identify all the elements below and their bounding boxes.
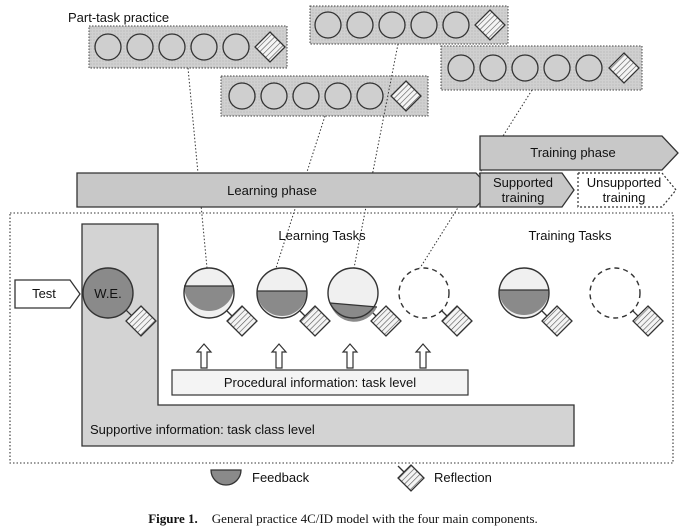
training-tasks-heading: Training Tasks	[528, 228, 612, 243]
reflection-icon	[632, 305, 664, 337]
svg-text:training: training	[603, 190, 646, 205]
reflection-icon	[390, 80, 422, 112]
svg-text:Learning phase: Learning phase	[227, 183, 317, 198]
supported-training-arrow: Supported training	[479, 172, 575, 208]
legend-reflection-label: Reflection	[434, 470, 492, 485]
reflection-icon	[441, 305, 473, 337]
part-task-practice-label: Part-task practice	[68, 10, 169, 25]
task-class-frame	[9, 212, 674, 464]
svg-text:Test: Test	[32, 286, 56, 301]
part-task-row-4	[440, 45, 643, 91]
training-phase-arrow: Training phase	[479, 135, 679, 171]
figure-caption: Figure 1. General practice 4C/ID model w…	[148, 510, 538, 527]
reflection-icon	[474, 9, 506, 41]
supportive-information-label: Supportive information: task class level	[90, 422, 315, 437]
procedural-information-label: Procedural information: task level	[224, 375, 416, 390]
svg-text:Supported: Supported	[493, 175, 553, 190]
reflection-icon	[299, 305, 331, 337]
learning-phase-arrow: Learning phase	[76, 172, 493, 208]
worked-example-task: W.E.	[82, 267, 157, 337]
procedural-arrows	[195, 343, 432, 369]
svg-text:Training phase: Training phase	[530, 145, 616, 160]
test-box: Test	[14, 279, 81, 309]
learning-task-2	[256, 267, 331, 337]
svg-text:W.E.: W.E.	[94, 286, 121, 301]
legend: Feedback Reflection	[210, 464, 492, 492]
learning-task-3	[327, 267, 402, 337]
reflection-icon	[226, 305, 258, 337]
reflection-legend-icon	[397, 464, 425, 492]
legend-feedback-label: Feedback	[252, 470, 310, 485]
reflection-icon	[541, 305, 573, 337]
part-task-row-2	[309, 5, 509, 45]
svg-text:training: training	[502, 190, 545, 205]
supportive-information-panel	[81, 223, 575, 447]
part-task-row-3	[220, 75, 429, 117]
reflection-icon	[125, 305, 157, 337]
learning-tasks-heading: Learning Tasks	[278, 228, 366, 243]
learning-task-4	[398, 267, 473, 337]
feedback-icon	[210, 469, 242, 486]
training-task-1	[498, 267, 573, 337]
training-task-2	[589, 267, 664, 337]
procedural-information-bar	[171, 369, 469, 396]
svg-text:Unsupported: Unsupported	[587, 175, 661, 190]
reflection-icon	[608, 52, 640, 84]
reflection-icon	[254, 31, 286, 63]
learning-task-1	[183, 267, 258, 337]
unsupported-training-arrow: Unsupported training	[577, 172, 677, 208]
reflection-icon	[370, 305, 402, 337]
part-task-row-1	[88, 25, 288, 69]
